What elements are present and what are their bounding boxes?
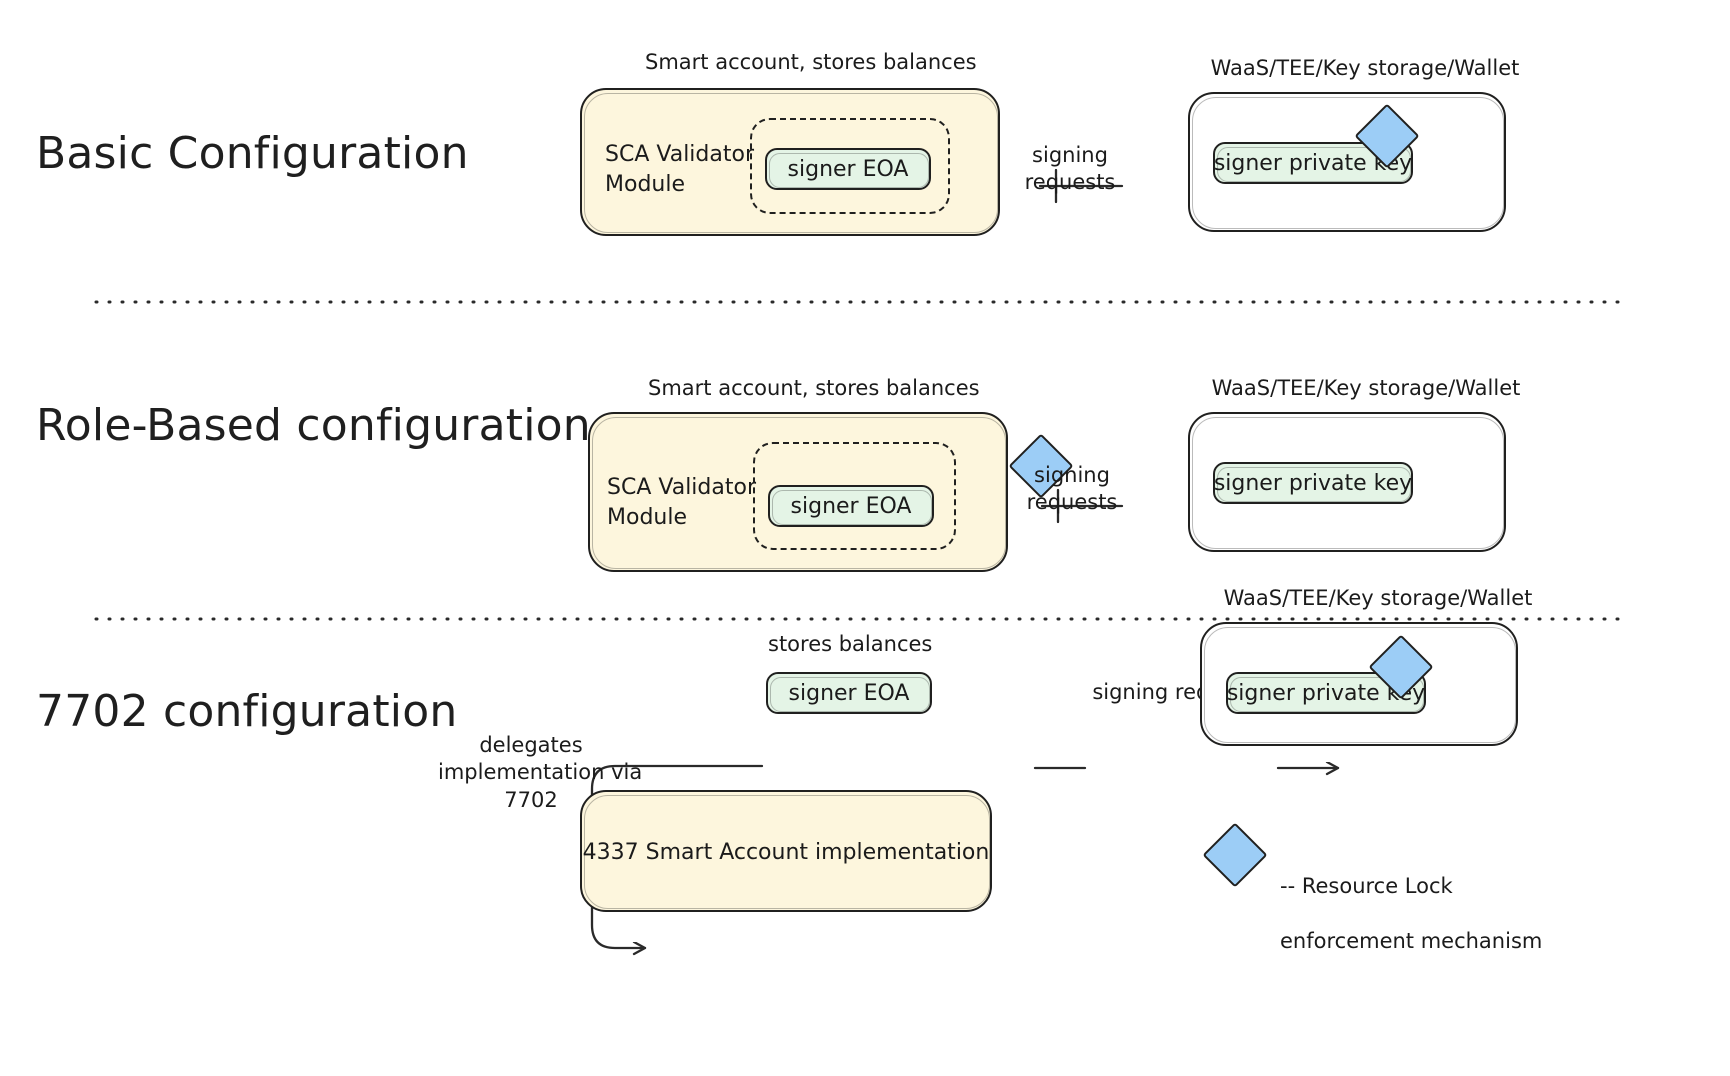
legend-label-line2: enforcement mechanism <box>1280 929 1543 954</box>
legend-resource-lock-diamond-icon <box>1202 822 1268 888</box>
row1-account-caption: Smart account, stores balances <box>645 50 977 74</box>
row3-implementation-box <box>580 790 992 912</box>
row3-eoa-caption: stores balances <box>768 632 933 656</box>
row1-module-label: SCA Validator Module <box>605 140 755 199</box>
row2-module-label: SCA Validator Module <box>607 473 757 532</box>
row1-module-label-line2: Module <box>605 171 685 197</box>
row3-delegation-line2: implementation via <box>438 760 643 785</box>
row2-account-caption: Smart account, stores balances <box>648 376 980 400</box>
row1-module-label-line1: SCA Validator <box>605 142 754 167</box>
row2-signing-requests-label: signing requests <box>1014 462 1130 517</box>
row-title-role-based: Role-Based configuration <box>36 400 591 451</box>
row2-signer-eoa-box: signer EOA <box>768 485 934 527</box>
row3-delegation-label: delegates implementation via 7702 <box>438 732 643 814</box>
row-title-basic: Basic Configuration <box>36 128 469 179</box>
row3-delegation-line3: 7702 <box>504 787 558 812</box>
row1-keystore-caption: WaaS/TEE/Key storage/Wallet <box>1210 56 1520 80</box>
row-title-7702: 7702 configuration <box>36 686 458 737</box>
legend-label: -- Resource Lock enforcement mechanism <box>1280 845 1610 984</box>
row1-validator-dashed-region <box>750 118 950 214</box>
row2-signing-requests-line2: requests <box>1026 490 1118 515</box>
row2-keystore-caption: WaaS/TEE/Key storage/Wallet <box>1211 376 1521 400</box>
row1-signing-requests-line2: requests <box>1024 170 1116 195</box>
row2-module-label-line1: SCA Validator <box>607 475 756 500</box>
row2-validator-dashed-region <box>753 442 956 550</box>
row3-keystore-caption: WaaS/TEE/Key storage/Wallet <box>1223 586 1533 610</box>
row1-signer-eoa-box: signer EOA <box>765 148 931 190</box>
row3-implementation-label: 4337 Smart Account implementation <box>582 840 990 865</box>
row2-signing-requests-line1: signing <box>1034 463 1110 487</box>
row3-signer-eoa-box: signer EOA <box>766 672 932 714</box>
row2-signer-private-key-box: signer private key <box>1213 462 1413 504</box>
row1-signing-requests-label: signing requests <box>1012 142 1128 197</box>
row3-delegation-line1: delegates <box>479 733 583 757</box>
row2-module-label-line2: Module <box>607 504 687 530</box>
row1-signing-requests-line1: signing <box>1032 143 1108 167</box>
legend-label-line1: -- Resource Lock <box>1280 873 1453 898</box>
